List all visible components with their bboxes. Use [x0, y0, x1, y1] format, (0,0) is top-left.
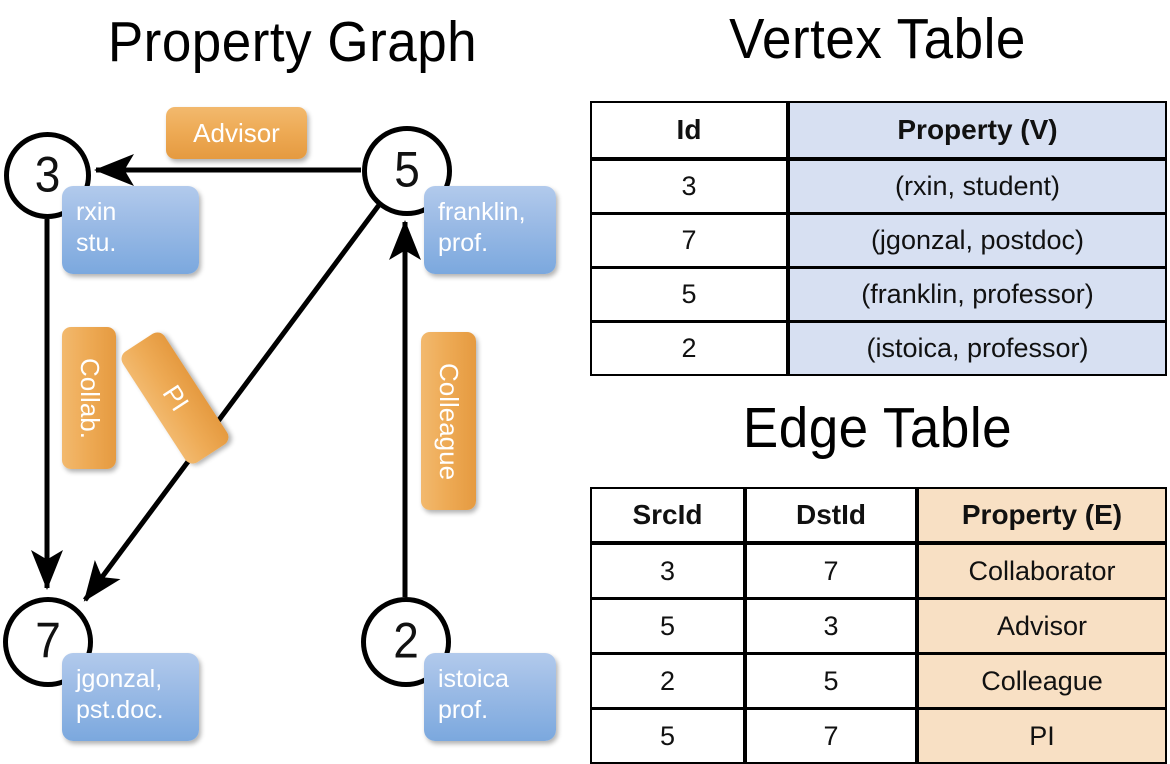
- edge-cell-property: PI: [917, 709, 1167, 764]
- page-title-edge-table: Edge Table: [742, 397, 1013, 460]
- edge-cell-dstid: 5: [745, 654, 917, 709]
- vertex-property-callout-7-line1: jgonzal,: [76, 665, 163, 693]
- vertex-table: Id Property (V) 3 (rxin, student) 7 (jgo…: [590, 101, 1167, 376]
- vertex-cell-property: (istoica, professor): [788, 322, 1167, 376]
- vertex-property-callout-3-line1: rxin: [76, 198, 117, 226]
- graph-node-5[interactable]: 5: [362, 126, 452, 216]
- vertex-property-callout-2-line2: prof.: [438, 695, 489, 724]
- vertex-table-header-row: Id Property (V): [590, 101, 1167, 159]
- vertex-table-header-property: Property (V): [788, 101, 1167, 159]
- vertex-property-callout-3-line2: stu.: [76, 228, 117, 257]
- edge-cell-srcid: 5: [590, 709, 745, 764]
- vertex-property-callout-2: istoica prof.: [424, 653, 556, 741]
- table-row[interactable]: 3 7 Collaborator: [590, 543, 1167, 599]
- vertex-property-callout-7-line2: pst.doc.: [76, 695, 164, 724]
- table-row[interactable]: 2 5 Colleague: [590, 654, 1167, 709]
- vertex-property-callout-5-line2: prof.: [438, 228, 489, 257]
- graph-node-2[interactable]: 2: [361, 597, 451, 687]
- edge-label-chip-collaborator: Collab.: [62, 327, 116, 469]
- edge-cell-srcid: 3: [590, 543, 745, 599]
- graph-node-3-label: 3: [34, 145, 61, 202]
- vertex-cell-property: (rxin, student): [788, 159, 1167, 214]
- vertex-cell-id: 7: [590, 214, 788, 268]
- edge-label-pi-text: PI: [156, 379, 195, 417]
- vertex-property-callout-5: franklin, prof.: [424, 186, 556, 274]
- vertex-cell-id: 5: [590, 268, 788, 322]
- edge-cell-dstid: 7: [745, 709, 917, 764]
- vertex-property-callout-3: rxin stu.: [62, 186, 199, 274]
- vertex-cell-id: 3: [590, 159, 788, 214]
- edge-label-colleague-text: Colleague: [434, 362, 464, 480]
- edge-cell-srcid: 5: [590, 599, 745, 654]
- vertex-property-callout-5-line1: franklin,: [438, 198, 526, 226]
- edge-label-chip-advisor: Advisor: [166, 107, 307, 159]
- graph-node-5-label: 5: [394, 140, 420, 198]
- page-title-property-graph: Property Graph: [107, 11, 478, 74]
- vertex-property-callout-7: jgonzal, pst.doc.: [62, 653, 199, 741]
- edge-cell-property: Collaborator: [917, 543, 1167, 599]
- edge-cell-srcid: 2: [590, 654, 745, 709]
- property-graph-diagram: 3 5 7 2 rxin stu. franklin, prof. jgonza…: [0, 0, 585, 760]
- graph-edges-svg: [31, 154, 421, 602]
- edge-table-header-srcid: SrcId: [590, 487, 745, 543]
- graph-node-2-label: 2: [393, 611, 419, 669]
- table-row[interactable]: 5 (franklin, professor): [590, 268, 1167, 322]
- edge-table-header-dstid: DstId: [745, 487, 917, 543]
- graph-node-7-label: 7: [35, 611, 61, 669]
- edge-5-to-7-pi: [82, 203, 382, 602]
- edge-label-chip-colleague: Colleague: [421, 332, 476, 510]
- table-row[interactable]: 3 (rxin, student): [590, 159, 1167, 214]
- vertex-cell-property: (jgonzal, postdoc): [788, 214, 1167, 268]
- edge-cell-dstid: 7: [745, 543, 917, 599]
- table-row[interactable]: 7 (jgonzal, postdoc): [590, 214, 1167, 268]
- edge-cell-property: Advisor: [917, 599, 1167, 654]
- edge-label-collaborator-text: Collab.: [74, 357, 105, 439]
- edge-table-header-row: SrcId DstId Property (E): [590, 487, 1167, 543]
- vertex-table-header-id: Id: [590, 101, 788, 159]
- table-row[interactable]: 5 3 Advisor: [590, 599, 1167, 654]
- table-row[interactable]: 2 (istoica, professor): [590, 322, 1167, 376]
- vertex-cell-id: 2: [590, 322, 788, 376]
- page-title-vertex-table: Vertex Table: [729, 8, 1026, 71]
- edge-table: SrcId DstId Property (E) 3 7 Collaborato…: [590, 487, 1167, 764]
- table-row[interactable]: 5 7 PI: [590, 709, 1167, 764]
- vertex-cell-property: (franklin, professor): [788, 268, 1167, 322]
- edge-cell-dstid: 3: [745, 599, 917, 654]
- vertex-property-callout-2-line1: istoica: [438, 665, 509, 693]
- edge-cell-property: Colleague: [917, 654, 1167, 709]
- edge-label-advisor-text: Advisor: [193, 117, 280, 148]
- edge-table-header-property: Property (E): [917, 487, 1167, 543]
